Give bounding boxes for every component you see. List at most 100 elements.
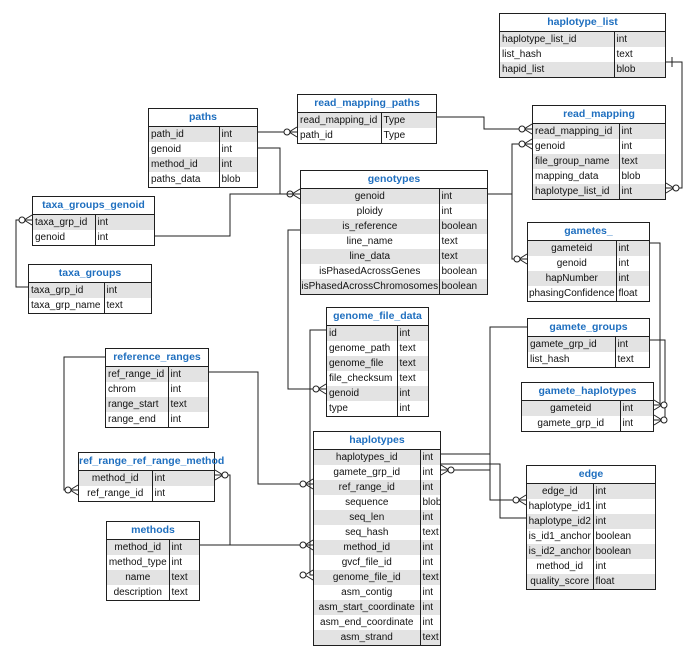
column-name: haplotype_id2 xyxy=(527,514,593,529)
column-type: int xyxy=(396,401,428,416)
column-name: genoid xyxy=(151,144,182,155)
column-type: boolean xyxy=(592,529,655,544)
column-name: is_reference xyxy=(301,219,439,234)
column-name: gamete_grp_id xyxy=(537,418,605,429)
column-name: file_checksum xyxy=(329,373,393,384)
cardinality-optional-marker xyxy=(513,255,521,263)
cardinality-optional-marker xyxy=(672,184,680,192)
column-name: isPhasedAcrossGenes xyxy=(319,266,421,277)
column-type: float xyxy=(592,574,655,589)
column-name: is_id2_anchor xyxy=(527,544,593,559)
column-type: Type xyxy=(380,113,436,128)
cardinality-optional-marker xyxy=(660,416,668,424)
column-name: asm_start_coordinate xyxy=(314,600,420,615)
column-type: Type xyxy=(380,128,436,143)
column-name: genome_file_id xyxy=(314,570,420,585)
column-type: int xyxy=(167,382,208,397)
cardinality-optional-marker xyxy=(18,216,26,224)
column-name: range_end xyxy=(108,414,156,425)
column-name: method_id xyxy=(536,561,584,572)
column-name: hapid_list xyxy=(500,62,614,77)
column-type: int xyxy=(396,386,428,401)
column-type: text xyxy=(419,630,440,645)
cardinality-many-marker xyxy=(304,539,314,551)
column-name: paths_data xyxy=(151,174,201,185)
column-type: int xyxy=(615,241,649,256)
column-type: text xyxy=(168,585,199,600)
cardinality-many-marker xyxy=(69,484,79,496)
cardinality-optional-marker xyxy=(299,480,307,488)
column-name: method_id xyxy=(107,540,169,555)
column-name: genoid xyxy=(35,232,66,243)
cardinality-many-marker xyxy=(214,469,224,481)
column-name: taxa_grp_id xyxy=(29,283,104,298)
read-mapping-paths-table-title: read_mapping_paths xyxy=(298,95,436,113)
table-row: paths_data blob xyxy=(149,172,257,187)
column-type: blob xyxy=(218,172,257,187)
cardinality-optional-marker xyxy=(518,125,526,133)
column-name: method_id xyxy=(149,157,219,172)
column-type: text xyxy=(614,352,649,367)
relationship-line xyxy=(437,116,532,130)
cardinality-many-marker xyxy=(23,214,33,226)
cardinality-optional-marker xyxy=(299,541,307,549)
column-name: haplotype_id1 xyxy=(528,501,591,512)
column-type: int xyxy=(103,283,151,298)
read-mapping-table-title: read_mapping xyxy=(533,106,665,124)
edge-table-title: edge xyxy=(527,466,655,484)
column-type: text xyxy=(396,341,428,356)
column-type: int xyxy=(94,215,154,230)
column-name: ref_range_id xyxy=(87,488,144,499)
column-type: blob xyxy=(613,62,665,77)
cardinality-many-marker xyxy=(440,464,450,476)
column-type: float xyxy=(615,286,649,301)
column-type: int xyxy=(167,412,208,427)
column-type: int xyxy=(419,555,440,570)
column-name: gameteid xyxy=(528,241,616,256)
column-name: is_id1_anchor xyxy=(528,531,591,542)
gamete-haplotypes-table-title: gamete_haplotypes xyxy=(522,383,653,401)
table-row: path_id Type xyxy=(298,128,436,143)
gametes-table-title: gametes_ xyxy=(528,223,649,241)
column-name: method_id xyxy=(79,471,152,486)
column-name: haplotype_list_id xyxy=(500,32,614,47)
column-name: path_id xyxy=(300,130,333,141)
column-name: ref_range_id xyxy=(106,367,168,382)
